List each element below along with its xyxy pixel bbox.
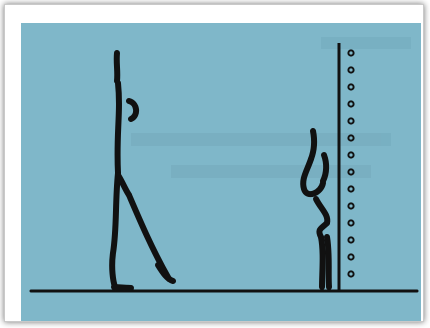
wall-dot-markers: [348, 50, 353, 276]
crouching-person-icon: [303, 131, 329, 287]
stick-figure-drawing: [21, 23, 421, 321]
illustration-panel: [21, 23, 421, 321]
bleed-through-text: [131, 37, 411, 178]
image-frame: [4, 4, 424, 322]
standing-person-icon: [112, 53, 173, 288]
